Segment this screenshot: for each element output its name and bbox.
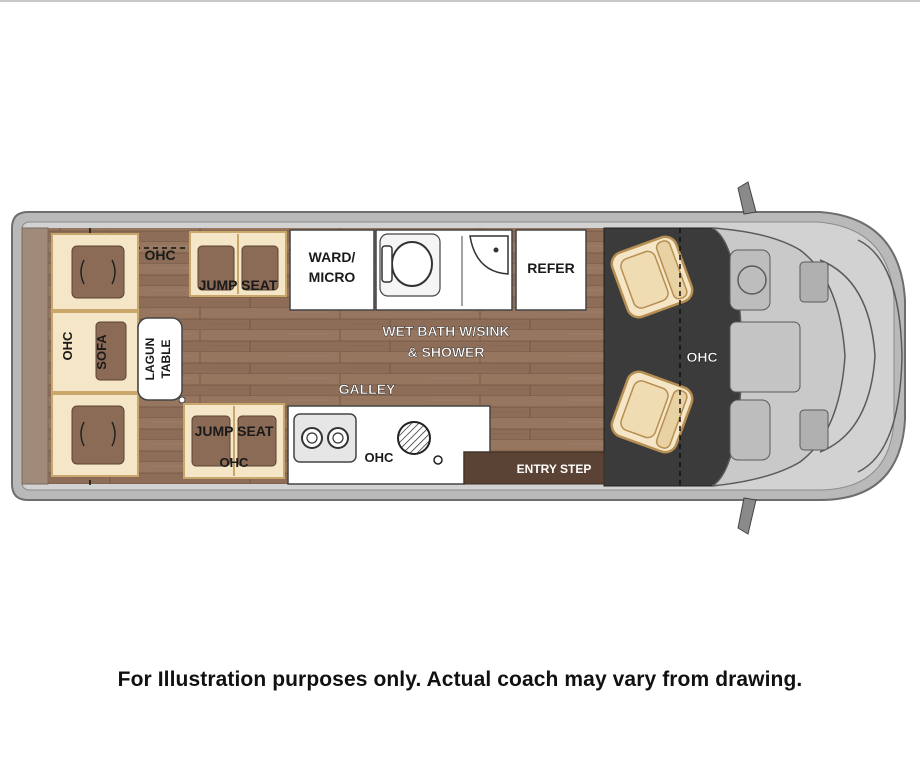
lagun-table-label-line2: TABLE: [159, 339, 173, 378]
ohc-galley-label: OHC: [365, 450, 395, 465]
floorplan-diagram: OHC OHC SOFA LAGUN TABLE JUMP SEAT JUMP …: [11, 181, 906, 535]
refrigerator: [515, 229, 587, 311]
ward-micro-label-line1: WARD/: [309, 249, 356, 265]
jump-seat-bottom: [183, 403, 285, 479]
wet-bath-label-line2: & SHOWER: [408, 344, 485, 360]
mirror-bottom: [737, 497, 757, 535]
wet-bath-label-line1: WET BATH W/SINK: [382, 323, 509, 339]
entry-step-label: ENTRY STEP: [517, 462, 592, 476]
ohc-cab-label: OHC: [686, 349, 717, 365]
sofa-label: SOFA: [94, 334, 109, 370]
jump-seat-bottom-label: JUMP SEAT: [195, 423, 274, 439]
galley-label: GALLEY: [339, 381, 396, 397]
lagun-table: [137, 317, 183, 401]
dashboard: [711, 227, 903, 487]
entry-step: [463, 451, 605, 485]
mirror-top: [737, 181, 757, 215]
rear-wall: [21, 227, 49, 485]
galley-counter: [287, 405, 491, 485]
top-divider: [0, 0, 920, 2]
ohc-rear-label: OHC: [144, 247, 175, 263]
disclaimer-text: For Illustration purposes only. Actual c…: [117, 668, 803, 691]
ohc-side-label: OHC: [60, 331, 75, 361]
jump-seat-top: [189, 231, 287, 297]
jump-seat-top-label: JUMP SEAT: [199, 277, 278, 293]
passenger-seat: [610, 370, 694, 454]
lagun-table-label-line1: LAGUN: [143, 338, 157, 381]
ward-micro-label-line2: MICRO: [309, 269, 356, 285]
refer-label: REFER: [527, 260, 574, 276]
ohc-jump-label: OHC: [220, 455, 250, 470]
wet-bath: [375, 229, 513, 311]
wardrobe-microwave: [289, 229, 375, 311]
rear-sofa: [51, 233, 139, 477]
